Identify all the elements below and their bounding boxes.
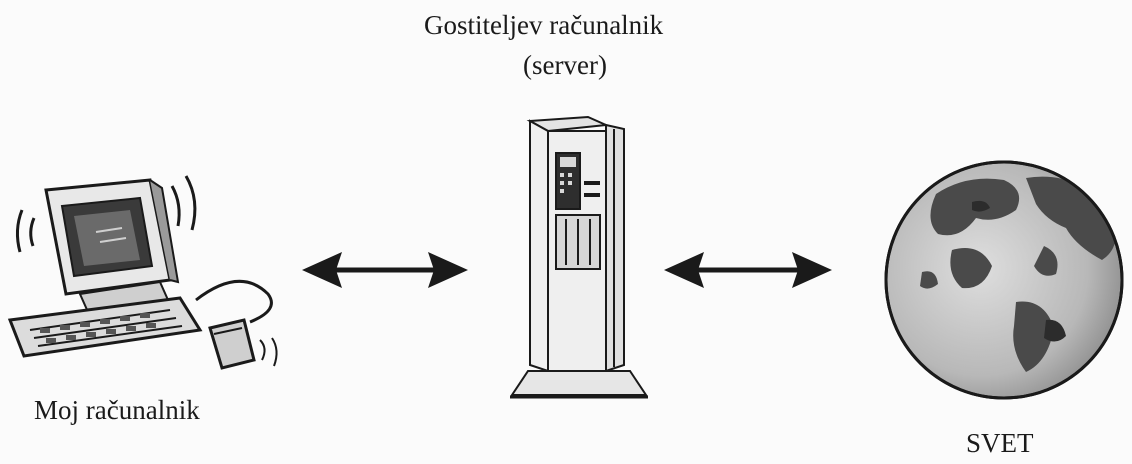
- my-computer-label: Moj računalnik: [34, 395, 200, 425]
- globe-icon: [884, 160, 1124, 400]
- double-arrow-icon: [664, 252, 832, 288]
- double-arrow-icon: [302, 252, 468, 288]
- computer-icon: [7, 175, 278, 370]
- world-label: SVET: [966, 428, 1034, 458]
- server-subtitle: (server): [523, 50, 607, 80]
- server-title: Gostiteljev računalnik: [424, 10, 664, 40]
- server-tower-icon: [510, 115, 648, 399]
